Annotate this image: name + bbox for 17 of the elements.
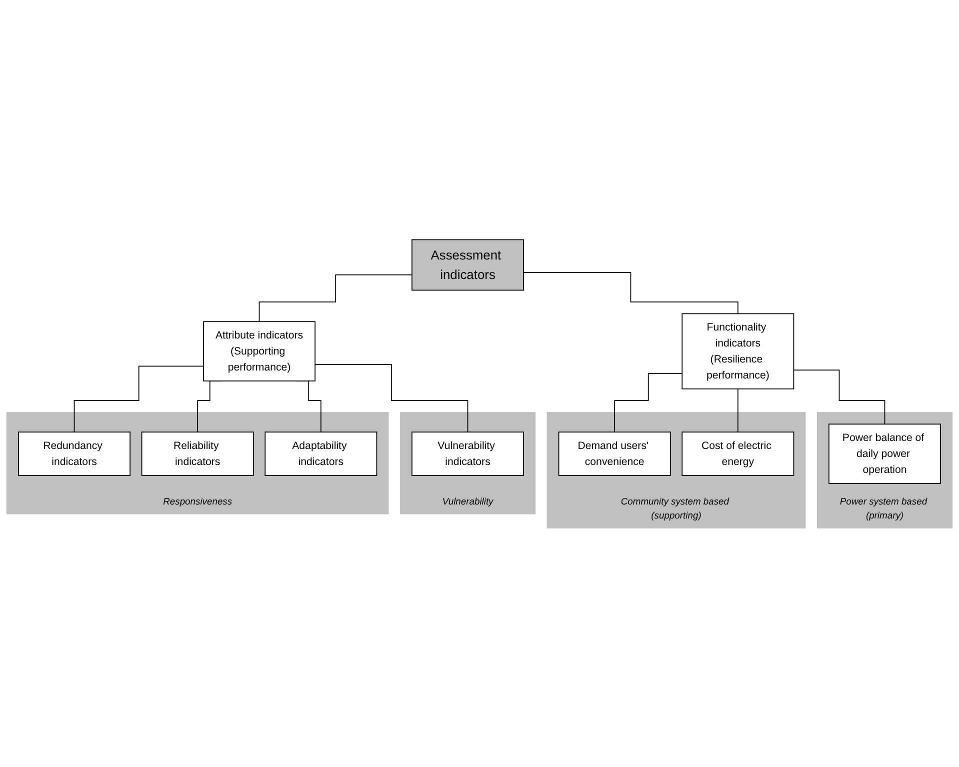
node-box: Adaptability indicators <box>264 431 378 476</box>
connector <box>614 372 683 432</box>
connector <box>74 365 204 432</box>
node-box: Assessment indicators <box>412 238 524 290</box>
node-box: Reliability indicators <box>141 431 254 476</box>
connector <box>314 364 468 432</box>
connector <box>258 274 412 322</box>
node-box: Redundancy indicators <box>18 431 130 476</box>
node-box: Demand users' convenience <box>558 431 671 476</box>
node-box: Cost of electric energy <box>682 431 794 476</box>
node-box: Functionality indicators (Resilience performance) <box>682 312 794 389</box>
connector <box>523 272 738 314</box>
node-box: Attribute indicators (Supporting performance) <box>203 320 316 381</box>
node-box: Vulnerability indicators <box>412 431 524 476</box>
connector <box>737 388 738 432</box>
connector <box>793 369 886 424</box>
node-box: Power balance of daily power operation <box>828 423 941 484</box>
